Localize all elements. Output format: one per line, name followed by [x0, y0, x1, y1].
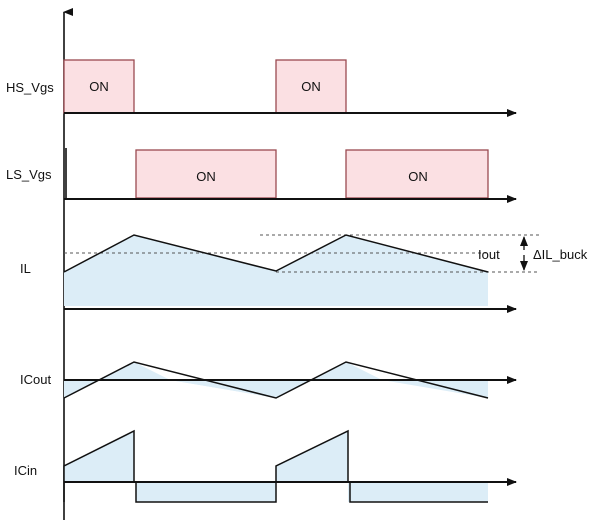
- il-waveform: [63, 234, 489, 273]
- icin-area-on-2: [276, 431, 348, 482]
- ls-on-label-1: ON: [196, 169, 216, 184]
- ls-vgs-trace: ON ON: [64, 148, 517, 203]
- icout-area-high-2: [312, 362, 382, 380]
- icin-area-on-1: [64, 431, 134, 482]
- ls-vgs-label: LS_Vgs: [6, 167, 52, 182]
- il-trace: Iout ΔIL_buck: [63, 234, 588, 313]
- hs-on-label-1: ON: [89, 79, 109, 94]
- icin-area-off-1: [136, 482, 276, 502]
- icout-trace: [63, 361, 517, 399]
- il-label: IL: [20, 261, 31, 276]
- hs-on-pulse-2: [275, 59, 347, 114]
- icout-area-low-2: [382, 380, 488, 398]
- hs-vgs-trace: ON ON: [63, 59, 517, 117]
- ls-on-label-2: ON: [408, 169, 428, 184]
- ls-on-pulse-1: [135, 149, 277, 199]
- icout-waveform: [63, 361, 489, 399]
- hs-on-label-2: ON: [301, 79, 321, 94]
- icin-trace: [63, 429, 517, 503]
- icout-label: ICout: [20, 372, 51, 387]
- icout-area-high-1: [100, 362, 170, 380]
- icin-label: ICin: [14, 463, 37, 478]
- iout-label: Iout: [478, 247, 500, 262]
- hs-vgs-label: HS_Vgs: [6, 80, 54, 95]
- icin-area-off-2: [348, 482, 488, 502]
- delta-il-buck-label: ΔIL_buck: [533, 247, 588, 262]
